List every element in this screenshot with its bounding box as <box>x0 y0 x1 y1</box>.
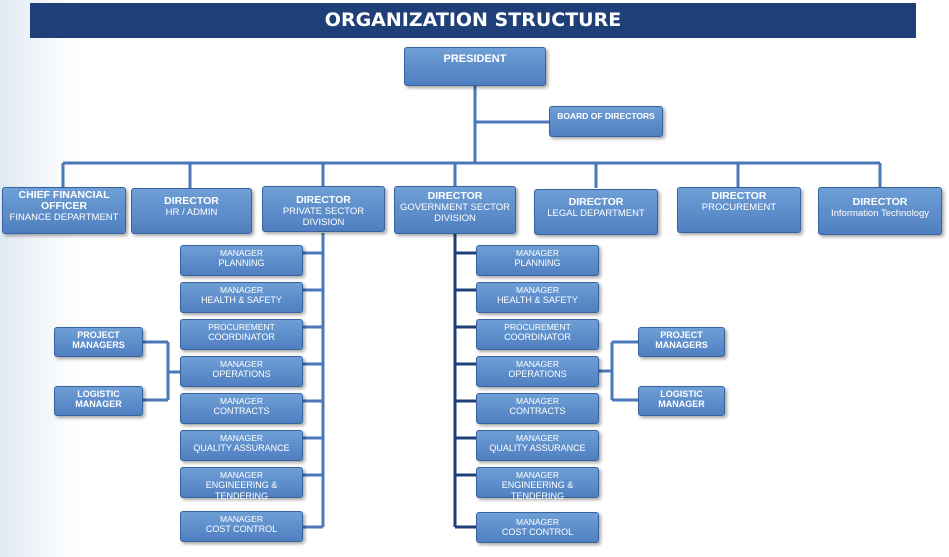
director-title: DIRECTOR <box>164 195 219 207</box>
director-legal: DIRECTOR LEGAL DEPARTMENT <box>534 189 658 235</box>
government-manager-engineering-tendering: MANAGER ENGINEERING & TENDERING <box>476 467 599 501</box>
director-dept: PROCUREMENT <box>701 202 777 213</box>
manager-title: MANAGER <box>516 248 559 258</box>
manager-dept: QUALITY ASSURANCE <box>193 443 290 453</box>
manager-title: MANAGER <box>220 396 263 406</box>
manager-dept: HEALTH & SAFETY <box>201 295 282 305</box>
side-dept: MANAGER <box>658 399 705 409</box>
manager-title: MANAGER <box>220 470 263 480</box>
side-title: PROJECT <box>77 330 120 340</box>
manager-dept: CONTRACTS <box>509 406 566 416</box>
manager-title: MANAGER <box>220 359 263 369</box>
government-manager-planning: MANAGER PLANNING <box>476 245 599 276</box>
director-title: DIRECTOR <box>568 196 624 208</box>
manager-dept: ENGINEERING & TENDERING <box>501 480 574 501</box>
director-cfo: CHIEF FINANCIAL OFFICER FINANCE DEPARTME… <box>2 187 126 234</box>
manager-dept: QUALITY ASSURANCE <box>489 443 586 453</box>
manager-title: MANAGER <box>516 359 559 369</box>
government-manager-cost-control: MANAGER COST CONTROL <box>476 512 599 543</box>
manager-dept: COST CONTROL <box>501 527 574 537</box>
director-title: DIRECTOR <box>296 194 351 206</box>
side-title: LOGISTIC <box>77 389 120 399</box>
director-dept: HR / ADMIN <box>165 207 218 218</box>
president-node: PRESIDENT <box>404 47 546 86</box>
director-dept: PRIVATE SECTOR DIVISION <box>282 206 365 228</box>
director-private-sector: DIRECTOR PRIVATE SECTOR DIVISION <box>262 186 385 232</box>
manager-dept: COORDINATOR <box>504 332 571 342</box>
manager-title: MANAGER <box>220 248 263 258</box>
manager-title: MANAGER <box>516 470 559 480</box>
government-project-managers: PROJECT MANAGERS <box>638 327 725 357</box>
board-node: BOARD OF DIRECTORS <box>549 106 663 137</box>
side-dept: MANAGERS <box>72 340 125 350</box>
manager-dept: COST CONTROL <box>205 524 278 534</box>
director-title: DIRECTOR <box>852 196 908 208</box>
director-dept: LEGAL DEPARTMENT <box>547 208 645 219</box>
director-dept: Information Technology <box>830 208 930 219</box>
manager-title: MANAGER <box>516 517 559 527</box>
manager-title: MANAGER <box>220 514 263 524</box>
side-dept: MANAGER <box>75 399 122 409</box>
side-dept: MANAGERS <box>655 340 708 350</box>
director-dept: GOVERNMENT SECTOR DIVISION <box>400 202 510 224</box>
director-it: DIRECTOR Information Technology <box>818 187 942 235</box>
manager-dept: PLANNING <box>514 258 561 268</box>
manager-dept: COORDINATOR <box>208 332 275 342</box>
government-logistic-manager: LOGISTIC MANAGER <box>638 386 725 416</box>
manager-dept: CONTRACTS <box>213 406 270 416</box>
manager-dept: PLANNING <box>218 258 265 268</box>
manager-title: MANAGER <box>220 433 263 443</box>
private-project-managers: PROJECT MANAGERS <box>54 327 143 357</box>
manager-title: MANAGER <box>516 285 559 295</box>
government-procurement-coordinator: PROCUREMENT COORDINATOR <box>476 319 599 350</box>
private-manager-health-safety: MANAGER HEALTH & SAFETY <box>180 282 303 313</box>
private-manager-engineering-tendering: MANAGER ENGINEERING & TENDERING <box>180 467 303 501</box>
private-logistic-manager: LOGISTIC MANAGER <box>54 386 143 416</box>
director-title: DIRECTOR <box>427 190 483 202</box>
director-procurement: DIRECTOR PROCUREMENT <box>677 187 801 233</box>
president-label: PRESIDENT <box>443 53 507 65</box>
manager-dept: OPERATIONS <box>508 369 567 379</box>
board-label: BOARD OF DIRECTORS <box>557 111 655 121</box>
page-title: ORGANIZATION STRUCTURE <box>30 3 916 38</box>
manager-title: MANAGER <box>516 396 559 406</box>
manager-title: PROCUREMENT <box>504 322 571 332</box>
director-dept: FINANCE DEPARTMENT <box>9 212 119 223</box>
private-manager-operations: MANAGER OPERATIONS <box>180 356 303 387</box>
side-title: LOGISTIC <box>660 389 703 399</box>
manager-dept: OPERATIONS <box>212 369 271 379</box>
manager-title: MANAGER <box>516 433 559 443</box>
private-manager-contracts: MANAGER CONTRACTS <box>180 393 303 424</box>
manager-dept: ENGINEERING & TENDERING <box>205 480 278 501</box>
side-title: PROJECT <box>660 330 703 340</box>
private-manager-cost-control: MANAGER COST CONTROL <box>180 511 303 542</box>
manager-title: MANAGER <box>220 285 263 295</box>
manager-title: PROCUREMENT <box>208 322 275 332</box>
director-title: CHIEF FINANCIAL OFFICER <box>18 189 110 212</box>
director-hr: DIRECTOR HR / ADMIN <box>131 188 252 234</box>
director-government-sector: DIRECTOR GOVERNMENT SECTOR DIVISION <box>394 186 516 234</box>
private-procurement-coordinator: PROCUREMENT COORDINATOR <box>180 319 303 350</box>
government-manager-health-safety: MANAGER HEALTH & SAFETY <box>476 282 599 313</box>
government-manager-quality-assurance: MANAGER QUALITY ASSURANCE <box>476 430 599 461</box>
manager-dept: HEALTH & SAFETY <box>497 295 578 305</box>
director-title: DIRECTOR <box>711 190 767 202</box>
government-manager-contracts: MANAGER CONTRACTS <box>476 393 599 424</box>
private-manager-planning: MANAGER PLANNING <box>180 245 303 276</box>
government-manager-operations: MANAGER OPERATIONS <box>476 356 599 387</box>
private-manager-quality-assurance: MANAGER QUALITY ASSURANCE <box>180 430 303 461</box>
